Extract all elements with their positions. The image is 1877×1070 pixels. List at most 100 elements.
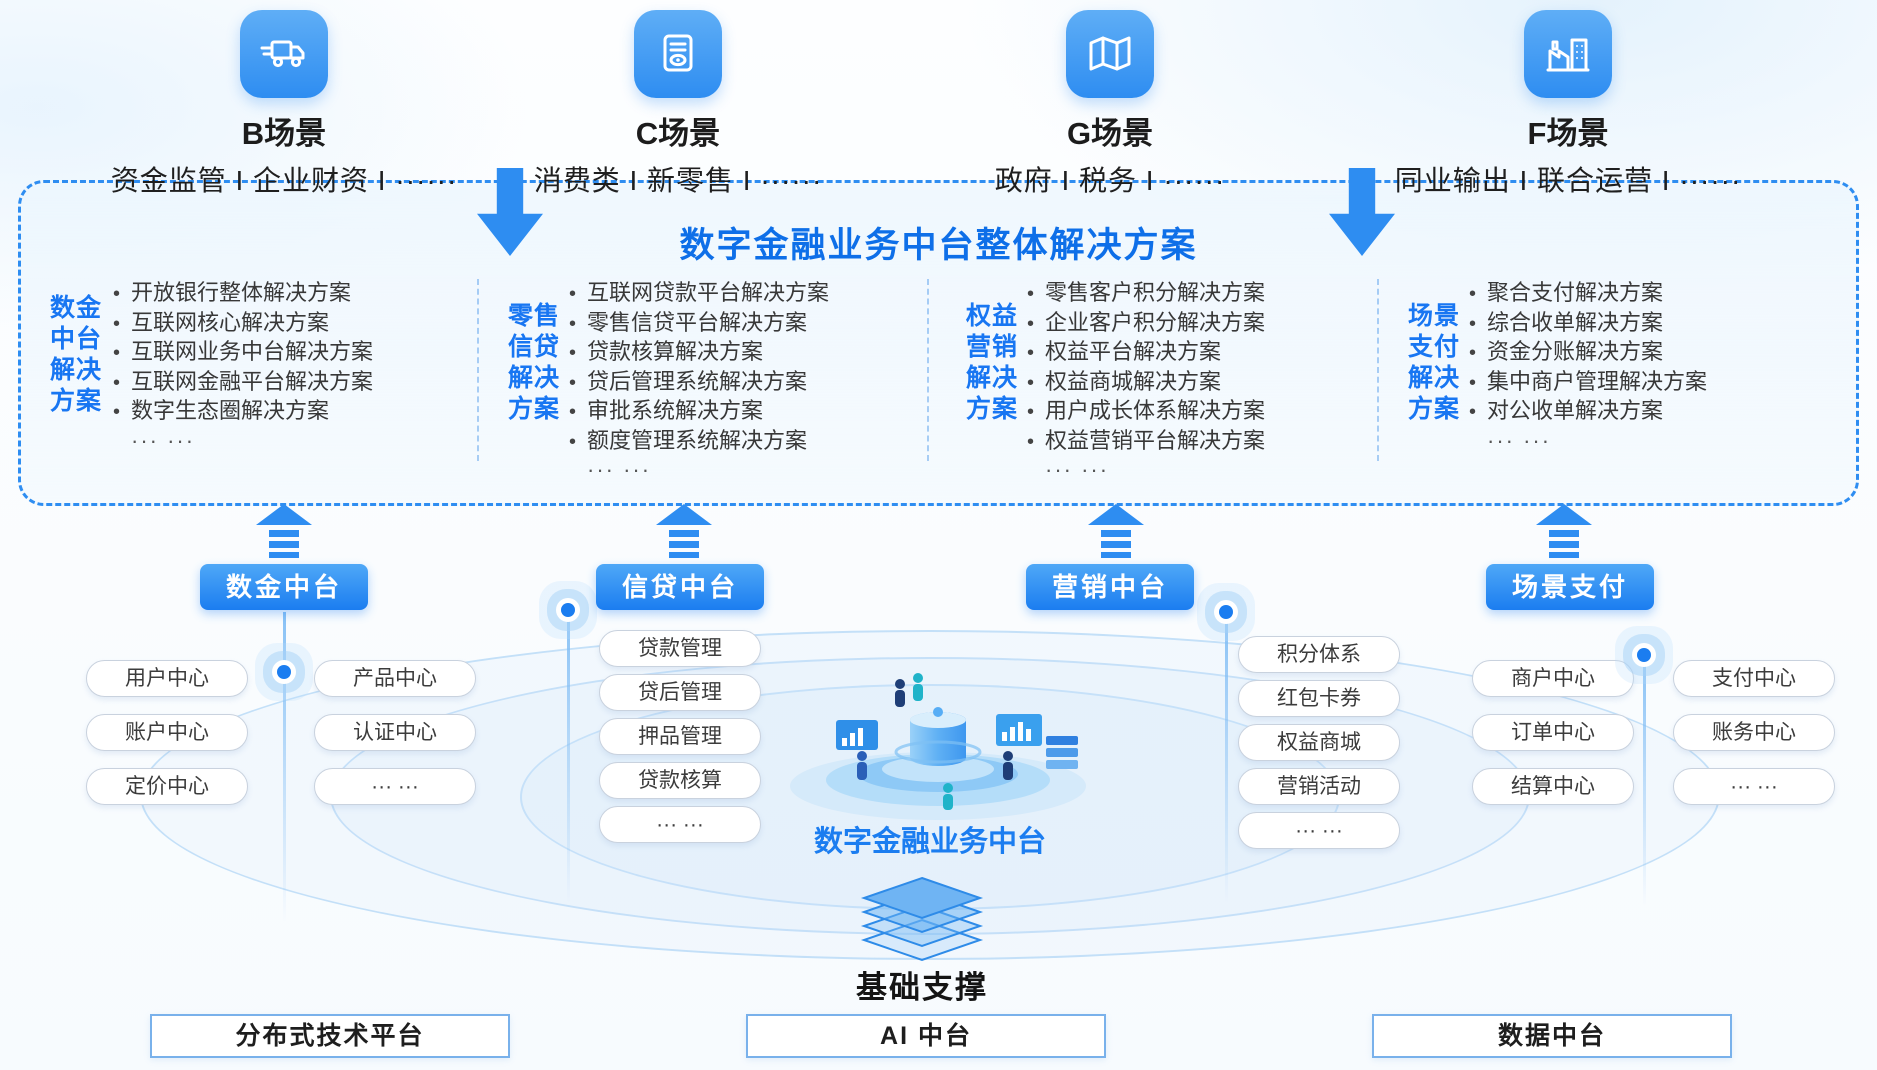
solution-item: 互联网金融平台解决方案 bbox=[113, 368, 373, 398]
platform-button-yingxiao: 营销中台 bbox=[1026, 564, 1194, 610]
solution-list-xindai: 互联网贷款平台解决方案 零售信贷平台解决方案 贷款核算解决方案 贷后管理系统解决… bbox=[569, 279, 829, 484]
connector-line bbox=[567, 612, 570, 902]
truck-icon bbox=[240, 10, 328, 98]
scenario-c: C场景 消费类 I 新零售 I ······ bbox=[438, 10, 918, 199]
solution-more: ··· ··· bbox=[1045, 457, 1110, 482]
foundation-box-distributed-platform: 分布式技术平台 bbox=[150, 1014, 510, 1058]
solution-item: 贷后管理系统解决方案 bbox=[569, 368, 829, 398]
capability-pill: 订单中心 bbox=[1472, 714, 1634, 751]
capability-pill: 支付中心 bbox=[1673, 660, 1835, 697]
group-label-line: 解决 bbox=[49, 356, 102, 384]
scenario-title: F场景 bbox=[1527, 116, 1609, 151]
group-label-line: 场景 bbox=[1407, 302, 1460, 330]
solution-item: 零售客户积分解决方案 bbox=[1027, 279, 1265, 309]
solution-item: 互联网贷款平台解决方案 bbox=[569, 279, 829, 309]
platform-button-zhifu: 场景支付 bbox=[1486, 564, 1654, 610]
connector-node bbox=[277, 665, 291, 679]
group-label-line: 方案 bbox=[1407, 395, 1460, 423]
scenario-title: C场景 bbox=[635, 116, 721, 151]
column-divider bbox=[477, 279, 479, 461]
solution-item: 企业客户积分解决方案 bbox=[1027, 309, 1265, 339]
scenario-b: B场景 资金监管 I 企业财资 I ······ bbox=[44, 10, 524, 199]
panel-title: 数字金融业务中台整体解决方案 bbox=[679, 226, 1198, 265]
group-label-line: 方案 bbox=[49, 387, 102, 415]
capability-pill: 账务中心 bbox=[1673, 714, 1835, 751]
platform-button-xindai: 信贷中台 bbox=[596, 564, 764, 610]
group-label-line: 方案 bbox=[507, 395, 560, 423]
solution-item: 额度管理系统解决方案 bbox=[569, 427, 829, 457]
solution-item: 贷款核算解决方案 bbox=[569, 338, 829, 368]
scenario-subtitle: 消费类 I 新零售 I ······ bbox=[533, 165, 823, 196]
connector-line bbox=[1643, 656, 1646, 906]
capability-pill: ··· ··· bbox=[314, 768, 476, 805]
capability-pill: ··· ··· bbox=[1673, 768, 1835, 805]
solution-list-shujin: 开放银行整体解决方案 互联网核心解决方案 互联网业务中台解决方案 互联网金融平台… bbox=[113, 279, 373, 454]
scenario-g: G场景 政府 I 税务 I ······ bbox=[870, 10, 1350, 199]
capability-pill: 认证中心 bbox=[314, 714, 476, 751]
map-icon bbox=[1066, 10, 1154, 98]
connector-line bbox=[1225, 614, 1228, 902]
solution-item: 聚合支付解决方案 bbox=[1469, 279, 1707, 309]
stacked-layers-icon bbox=[850, 874, 994, 971]
up-arrow-icon bbox=[256, 504, 312, 563]
platform-illustration bbox=[788, 628, 1088, 833]
group-label-line: 权益 bbox=[965, 302, 1018, 330]
capability-pill: 定价中心 bbox=[86, 768, 248, 805]
capability-pill: 贷后管理 bbox=[599, 674, 761, 711]
capability-pill: ··· ··· bbox=[1238, 812, 1400, 849]
group-label-line: 数金 bbox=[49, 294, 102, 322]
scenario-subtitle: 同业输出 I 联合运营 I ······ bbox=[1394, 165, 1742, 196]
capability-pill: 贷款管理 bbox=[599, 630, 761, 667]
scenario-f: F场景 同业输出 I 联合运营 I ······ bbox=[1328, 10, 1808, 199]
capability-pill: 红包卡券 bbox=[1238, 680, 1400, 717]
group-label-line: 解决 bbox=[507, 364, 560, 392]
foundation-box-ai-platform: AI 中台 bbox=[746, 1014, 1106, 1058]
capability-pill: 营销活动 bbox=[1238, 768, 1400, 805]
group-label-line: 中台 bbox=[49, 325, 102, 353]
solution-item: 审批系统解决方案 bbox=[569, 397, 829, 427]
capability-pill: 贷款核算 bbox=[599, 762, 761, 799]
up-arrow-icon bbox=[656, 504, 712, 563]
solution-item: 对公收单解决方案 bbox=[1469, 397, 1707, 427]
solution-item: 综合收单解决方案 bbox=[1469, 309, 1707, 339]
capability-pill: 商户中心 bbox=[1472, 660, 1634, 697]
receipt-icon bbox=[634, 10, 722, 98]
solution-item: 资金分账解决方案 bbox=[1469, 338, 1707, 368]
solution-list-changjing: 聚合支付解决方案 综合收单解决方案 资金分账解决方案 集中商户管理解决方案 对公… bbox=[1469, 279, 1707, 454]
group-label-line: 支付 bbox=[1407, 333, 1460, 361]
group-label-changjing: 场景 支付 解决 方案 bbox=[1405, 301, 1463, 425]
connector-node bbox=[1219, 605, 1233, 619]
group-label-shujin: 数金 中台 解决 方案 bbox=[45, 293, 107, 417]
solution-item: 零售信贷平台解决方案 bbox=[569, 309, 829, 339]
scenario-title: B场景 bbox=[241, 116, 327, 151]
group-label-line: 零售 bbox=[507, 302, 560, 330]
solution-item: 权益商城解决方案 bbox=[1027, 368, 1265, 398]
factory-icon bbox=[1524, 10, 1612, 98]
solution-list-quanyi: 零售客户积分解决方案 企业客户积分解决方案 权益平台解决方案 权益商城解决方案 … bbox=[1027, 279, 1265, 484]
scenario-subtitle: 资金监管 I 企业财资 I ······ bbox=[110, 165, 458, 196]
group-label-line: 解决 bbox=[1407, 364, 1460, 392]
solution-more: ··· ··· bbox=[131, 427, 196, 453]
column-divider bbox=[1377, 279, 1379, 461]
capability-pill: ··· ··· bbox=[599, 806, 761, 843]
group-label-xindai: 零售 信贷 解决 方案 bbox=[505, 301, 563, 425]
solution-item: 集中商户管理解决方案 bbox=[1469, 368, 1707, 398]
solution-item: 用户成长体系解决方案 bbox=[1027, 397, 1265, 427]
up-arrow-icon bbox=[1088, 504, 1144, 563]
platform-button-shujin: 数金中台 bbox=[200, 564, 368, 610]
group-label-line: 解决 bbox=[965, 364, 1018, 392]
up-arrow-icon bbox=[1536, 504, 1592, 563]
group-label-quanyi: 权益 营销 解决 方案 bbox=[963, 301, 1021, 425]
capability-pill: 积分体系 bbox=[1238, 636, 1400, 673]
connector-node bbox=[1637, 648, 1651, 662]
capability-pill: 账户中心 bbox=[86, 714, 248, 751]
group-label-line: 营销 bbox=[965, 333, 1018, 361]
foundation-label: 基础支撑 bbox=[856, 970, 988, 1005]
solution-item: 互联网业务中台解决方案 bbox=[113, 338, 373, 368]
solution-panel: 数字金融业务中台整体解决方案 数金 中台 解决 方案 开放银行整体解决方案 互联… bbox=[18, 180, 1859, 506]
connector-line bbox=[283, 612, 286, 922]
scenario-title: G场景 bbox=[1066, 116, 1154, 151]
center-platform-label: 数字金融业务中台 bbox=[813, 826, 1046, 858]
capability-pill: 结算中心 bbox=[1472, 768, 1634, 805]
